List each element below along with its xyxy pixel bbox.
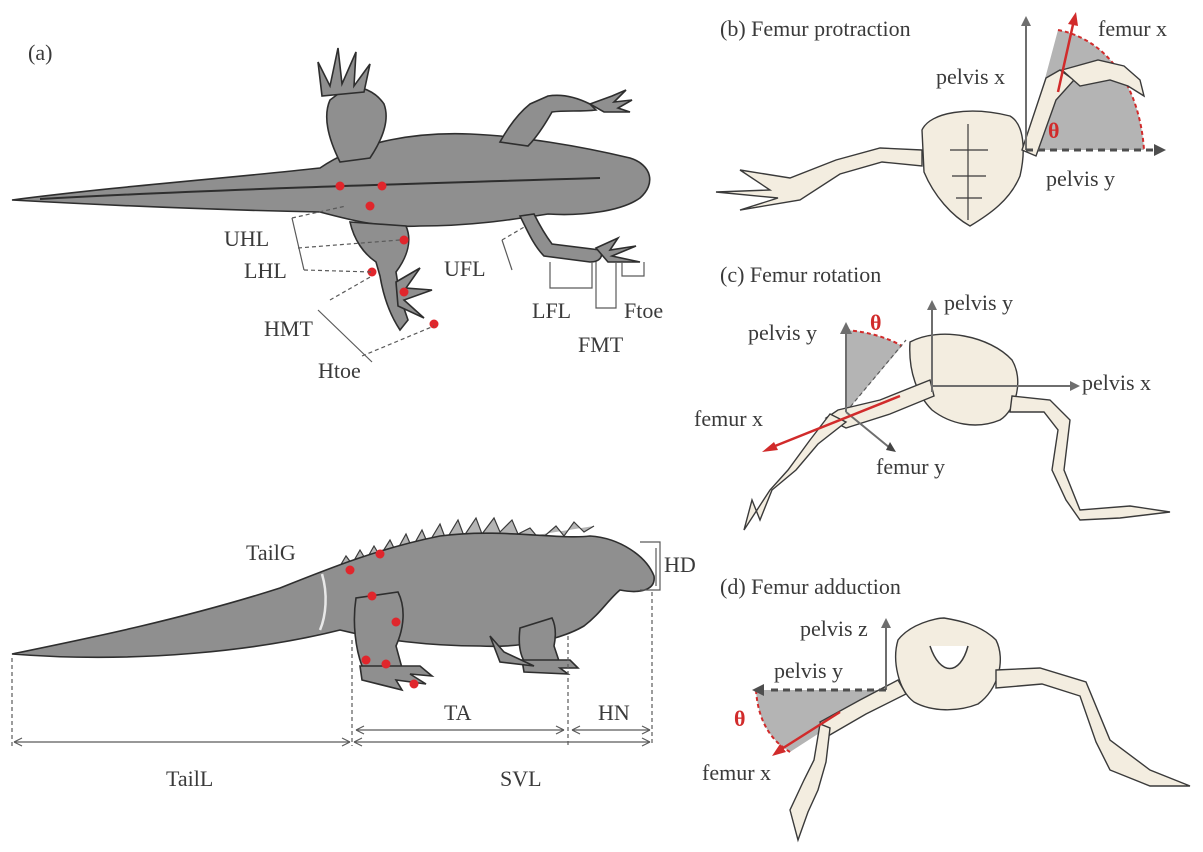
landmark-dot (368, 592, 377, 601)
panel-c: (c) Femur rotation pelvis y pelvis y pel… (694, 262, 1170, 530)
label-uhl: UHL (224, 226, 269, 251)
landmark-dot (366, 202, 375, 211)
landmark-dot (392, 618, 401, 627)
guide-line (304, 270, 372, 272)
label-pelvis-z: pelvis z (800, 616, 868, 641)
dorsal-forefoot-upper (590, 90, 632, 112)
lateral-body (12, 533, 654, 657)
pelvis-bone (910, 334, 1018, 425)
label-pelvis-x: pelvis x (936, 64, 1005, 89)
arrowhead (881, 618, 891, 628)
theta-label: θ (870, 310, 881, 335)
arrowhead (1070, 381, 1080, 391)
landmark-dot (376, 550, 385, 559)
label-hmt: HMT (264, 316, 313, 341)
right-limb-bone (1010, 396, 1170, 520)
uhl-lhl-bracket (292, 218, 304, 270)
label-htoe: Htoe (318, 358, 361, 383)
hmt-htoe-bracket (318, 310, 372, 362)
landmark-dot (346, 566, 355, 575)
lfl-bracket (550, 262, 592, 288)
dorsal-forelimb-lower (520, 214, 602, 262)
ufl-bracket (502, 240, 512, 270)
right-limb-bone (996, 668, 1190, 786)
label-femur-x: femur x (694, 406, 763, 431)
panel-d-title: (d) Femur adduction (720, 574, 901, 599)
label-hd: HD (664, 552, 696, 577)
dorsal-forefoot-lower (596, 238, 640, 262)
label-ufl: UFL (444, 256, 486, 281)
landmark-dot (400, 288, 409, 297)
panel-d: (d) Femur adduction pelvis z pelvis y fe… (702, 574, 1190, 840)
arrowhead (1154, 144, 1166, 156)
dorsal-view: (a) (12, 40, 663, 383)
label-hn: HN (598, 700, 630, 725)
left-limb-bone (716, 148, 922, 210)
label-pelvis-y-left: pelvis y (748, 320, 817, 345)
label-taill: TailL (166, 766, 213, 791)
label-svl: SVL (500, 766, 542, 791)
pelvis-bone (922, 111, 1023, 226)
label-pelvis-y: pelvis y (774, 658, 843, 683)
dorsal-forelimb-upper (500, 95, 596, 146)
tibia-bone (744, 414, 846, 530)
arrowhead (1021, 16, 1031, 26)
label-pelvis-y-right: pelvis y (944, 290, 1013, 315)
theta-label: θ (734, 706, 745, 731)
label-femur-x: femur x (1098, 16, 1167, 41)
arrowhead (840, 322, 852, 334)
panel-a-label: (a) (28, 40, 52, 65)
arrowhead (886, 442, 896, 452)
landmark-dot (362, 656, 371, 665)
arrowhead (762, 442, 778, 452)
lateral-view: TailG HD TA HN TailL SVL (12, 518, 696, 791)
label-lfl: LFL (532, 298, 571, 323)
landmark-dot (378, 182, 387, 191)
landmark-dot (430, 320, 439, 329)
theta-label: θ (1048, 118, 1059, 143)
label-tailg: TailG (246, 540, 296, 565)
label-ta: TA (444, 700, 472, 725)
ftoe-bracket (622, 262, 644, 276)
landmark-dot (336, 182, 345, 191)
fmt-bracket (596, 262, 616, 308)
label-lhl: LHL (244, 258, 287, 283)
label-femur-x: femur x (702, 760, 771, 785)
label-fmt: FMT (578, 332, 624, 357)
label-femur-y: femur y (876, 454, 945, 479)
guide-line (502, 226, 526, 240)
label-pelvis-y: pelvis y (1046, 166, 1115, 191)
guide-line (362, 326, 434, 356)
panel-b-title: (b) Femur protraction (720, 16, 911, 41)
arrowhead (927, 300, 937, 310)
landmark-dot (382, 660, 391, 669)
panel-c-title: (c) Femur rotation (720, 262, 881, 287)
lateral-forefoot (522, 660, 578, 674)
panel-b: (b) Femur protraction femur x pelvis x p… (716, 12, 1167, 226)
landmark-dot (410, 680, 419, 689)
label-pelvis-x: pelvis x (1082, 370, 1151, 395)
lateral-hindfoot (360, 666, 432, 690)
guide-line (330, 276, 372, 300)
arrowhead (1068, 12, 1078, 26)
dorsal-hindfoot-upper (318, 48, 370, 96)
landmark-dot (400, 236, 409, 245)
label-ftoe: Ftoe (624, 298, 663, 323)
